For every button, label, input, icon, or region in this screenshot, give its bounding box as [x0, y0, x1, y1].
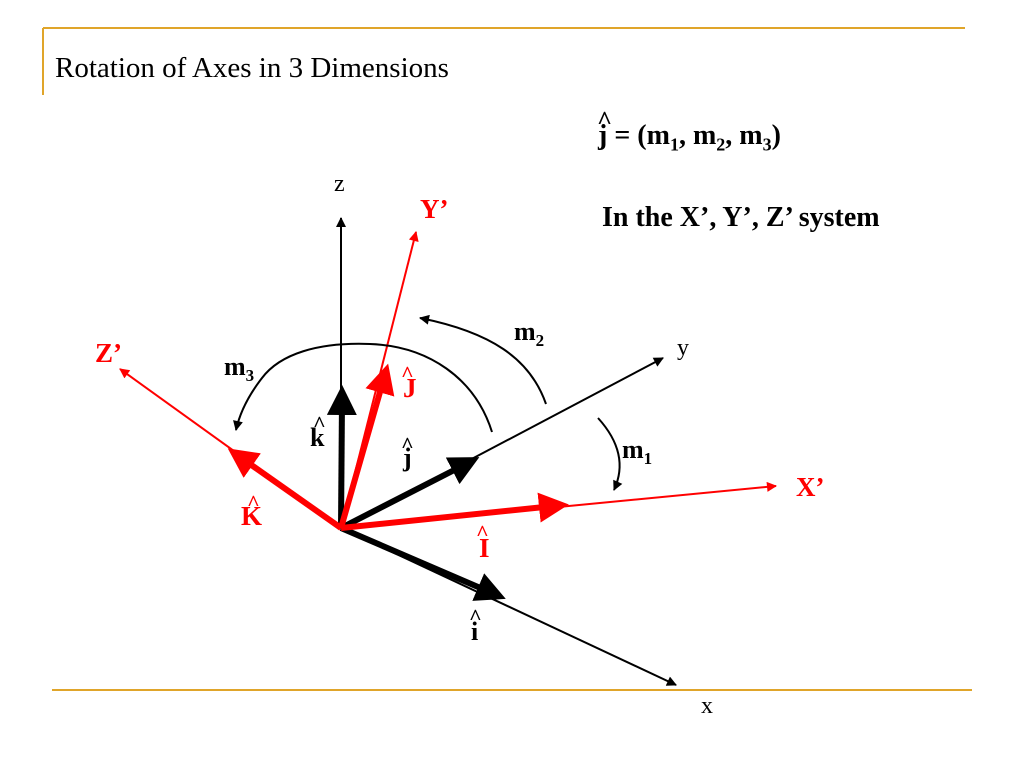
angle-label-m1: m1 — [622, 435, 652, 468]
unit-vector-j — [339, 457, 480, 531]
unit-vector-I — [340, 492, 569, 531]
label-k-hat: ^ k — [310, 411, 326, 452]
label-i-hat: ^ i — [469, 604, 482, 646]
label-j-hat: ^ j — [401, 432, 414, 472]
y-axis-label: y — [677, 335, 689, 361]
svg-text:^: ^ — [401, 361, 414, 386]
slide-title: Rotation of Axes in 3 Dimensions — [55, 52, 449, 84]
angle-label-m2: m2 — [514, 317, 544, 350]
unit-vector-i — [339, 525, 506, 601]
equation-lhs: j — [598, 120, 608, 151]
z-axis-label: z — [334, 171, 345, 197]
j-hat-equation: ^j = (m1, m2, m3) — [597, 106, 781, 155]
angle-arc-m3 — [233, 342, 493, 433]
equation-hat: ^ — [597, 106, 613, 135]
system-note: In the X’, Y’, Z’ system — [602, 202, 880, 233]
svg-text:k: k — [310, 423, 325, 452]
svg-text:i: i — [471, 617, 478, 646]
unit-vector-J — [338, 363, 395, 529]
svg-text:K: K — [241, 501, 262, 531]
unit-vector-k — [326, 385, 357, 529]
svg-text:J: J — [403, 373, 417, 403]
y-prime-axis-label: Y’ — [420, 194, 449, 224]
angle-label-m3: m3 — [224, 352, 254, 385]
svg-text:^: ^ — [401, 432, 414, 457]
angle-arc-m2 — [419, 314, 547, 405]
svg-text:^: ^ — [313, 411, 326, 436]
z-prime-axis-label: Z’ — [95, 338, 122, 368]
angle-arc-m1 — [597, 417, 623, 491]
unit-vector-K — [227, 448, 343, 531]
label-K-hat: ^ K — [241, 490, 262, 531]
svg-text:I: I — [479, 533, 490, 563]
svg-text:^: ^ — [247, 490, 260, 515]
label-I-hat: ^ I — [476, 520, 490, 563]
x-prime-axis-label: X’ — [796, 472, 825, 502]
x-axis-label: x — [701, 693, 713, 719]
svg-text:^: ^ — [469, 604, 482, 629]
label-J-hat: ^ J — [401, 361, 417, 403]
svg-text:j: j — [402, 443, 412, 472]
svg-text:^: ^ — [476, 520, 489, 545]
